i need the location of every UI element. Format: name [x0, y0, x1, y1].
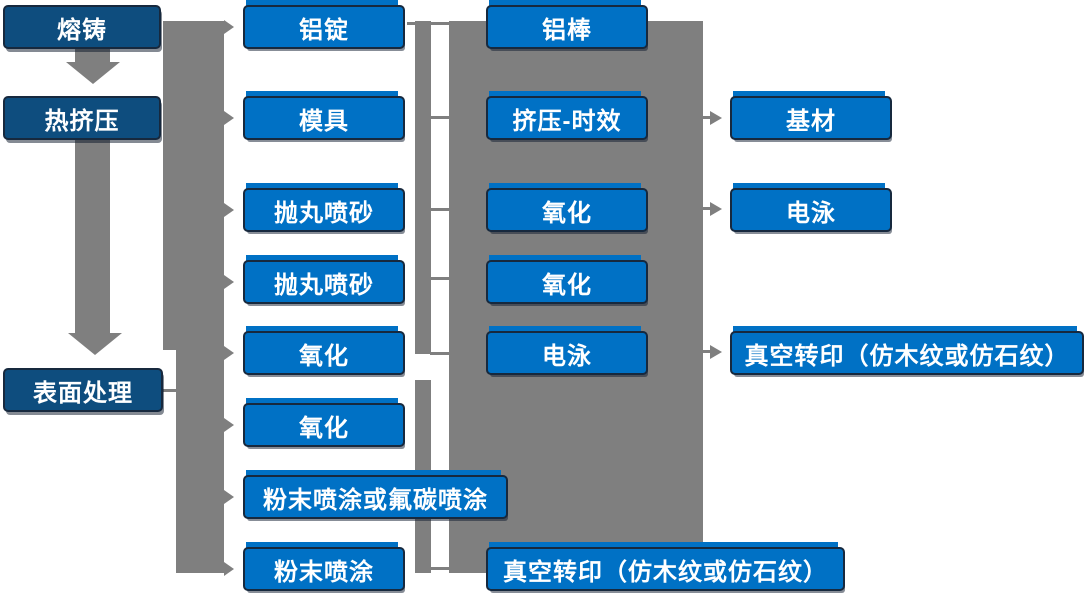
connector-rung-aluminum-rod: [407, 22, 449, 25]
connector-band-extrusion-to-surface: [75, 140, 110, 333]
arrow-right-icon: [224, 418, 234, 432]
flow-node-aluminum-rod: 铝棒: [486, 5, 648, 49]
flow-node-oxidation-3: 氧化: [486, 188, 648, 232]
arrow-right-icon: [224, 111, 234, 125]
arrow-right-icon: [710, 345, 722, 359]
flow-node-aluminum-ingot: 铝锭: [243, 5, 405, 49]
flow-node-base-material: 基材: [730, 96, 892, 140]
connector-rung-extrusion-aging: [430, 116, 449, 119]
flow-node-oxidation-2: 氧化: [243, 403, 405, 447]
arrow-right-icon: [224, 346, 234, 360]
arrow-right-icon: [224, 275, 234, 289]
arrow-right-icon: [224, 562, 234, 576]
arrow-right-icon: [224, 203, 234, 217]
arrow-right-icon: [224, 20, 234, 34]
flow-node-electrophoresis-2: 电泳: [730, 188, 892, 232]
connector-band-mid-collector-upper: [415, 21, 431, 354]
connector-line-surface-treatment: [163, 389, 177, 392]
connector-line-vacuum-transfer-2: [703, 350, 712, 353]
flow-node-oxidation-4: 氧化: [486, 260, 648, 304]
flow-node-hot-extrusion: 热挤压: [3, 96, 161, 140]
flow-node-electrophoresis-1: 电泳: [486, 331, 648, 375]
flow-node-powder-coating: 粉末喷涂: [243, 547, 405, 591]
arrow-down-icon: [68, 333, 122, 355]
flow-node-shot-blasting-1: 抛丸喷砂: [243, 188, 405, 232]
flow-node-vacuum-transfer-1: 真空转印（仿木纹或仿石纹）: [486, 547, 845, 591]
connector-rung-electrophoresis: [430, 352, 449, 355]
flow-node-vacuum-transfer-2: 真空转印（仿木纹或仿石纹）: [730, 331, 1084, 375]
connector-band-surface-collector: [176, 350, 224, 573]
flow-node-shot-blasting-2: 抛丸喷砂: [243, 260, 405, 304]
flow-node-extrusion-aging: 挤压-时效: [486, 96, 648, 140]
flow-node-mold: 模具: [243, 96, 405, 140]
arrow-right-icon: [710, 111, 722, 125]
arrow-right-icon: [224, 490, 234, 504]
flow-node-powder-or-fluorocarbon-coating: 粉末喷涂或氟碳喷涂: [243, 475, 508, 519]
connector-line-base-material: [703, 116, 712, 119]
arrow-down-icon: [66, 62, 120, 84]
connector-rung-oxidation-4: [430, 277, 449, 280]
connector-band-left-collector: [163, 21, 224, 350]
flow-node-surface-treatment: 表面处理: [3, 368, 163, 412]
flow-node-oxidation-1: 氧化: [243, 331, 405, 375]
flow-node-melt-casting: 熔铸: [3, 5, 161, 49]
connector-line-electrophoresis-2: [703, 207, 712, 210]
connector-rung-oxidation-3: [430, 208, 449, 211]
arrow-right-icon: [710, 202, 722, 216]
connector-rung-vacuum-transfer: [430, 567, 449, 570]
connector-band-melt-to-extrusion: [75, 49, 110, 64]
